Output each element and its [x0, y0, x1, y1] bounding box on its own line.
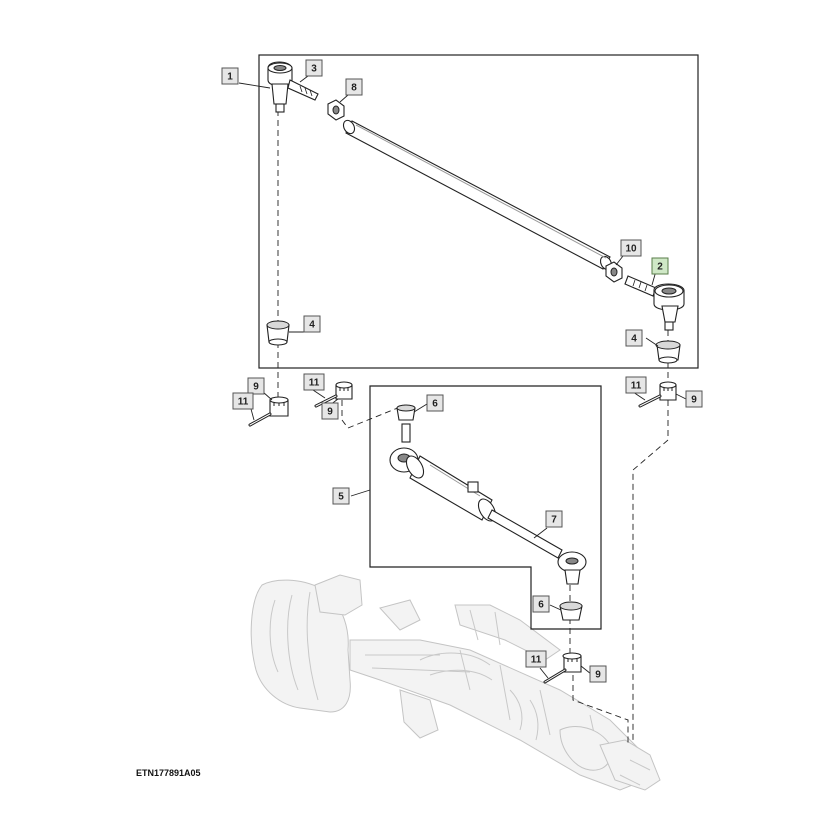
callout-label: 9: [691, 395, 697, 406]
boot-bottom: [559, 601, 583, 621]
jam-nut-right: [605, 261, 623, 283]
callout-6: 6: [426, 394, 444, 412]
threaded-stem-left: [287, 79, 319, 101]
callout-labels: 1 3 8 10 2 4 4 9 11 11 9 6 11 9 5 7 6 11 9: [221, 59, 703, 683]
callout-8: 8: [345, 78, 363, 96]
callout-label: 9: [253, 382, 259, 393]
callout-9: 9: [685, 390, 703, 408]
callout-10: 10: [620, 239, 642, 257]
callout-11: 11: [303, 373, 325, 391]
callout-box: [305, 59, 323, 77]
callout-label: 8: [351, 83, 357, 94]
callout-box: [625, 329, 643, 347]
callout-label: 7: [551, 515, 557, 526]
boot-right: [655, 340, 681, 364]
callout-5: 5: [332, 487, 350, 505]
callout-box: [303, 373, 325, 391]
callout-9: 9: [247, 377, 265, 395]
callout-7: 7: [545, 510, 563, 528]
callout-label: 11: [238, 397, 249, 408]
callout-box: [545, 510, 563, 528]
callout-box: [426, 394, 444, 412]
callout-box: [332, 487, 350, 505]
threaded-stem-right: [624, 275, 657, 297]
callout-label: 4: [309, 320, 315, 331]
tie-rod-end-left: [267, 61, 293, 113]
callout-label: 2: [657, 262, 663, 273]
callout-box: [651, 257, 669, 275]
cotter-pin-mid: [314, 394, 338, 408]
jam-nut-left: [327, 99, 345, 121]
tie-rod-end-right: [653, 283, 685, 331]
callout-label: 4: [631, 334, 637, 345]
callout-label: 1: [227, 72, 233, 83]
callout-box: [532, 595, 550, 613]
callout-4: 4: [303, 315, 321, 333]
cotter-pin-bottom: [543, 668, 567, 684]
cylinder-group-frame: [369, 385, 602, 630]
callout-label: 11: [531, 655, 542, 666]
callout-label: 6: [538, 600, 544, 611]
callout-6: 6: [532, 595, 550, 613]
callout-label: 5: [338, 492, 344, 503]
callout-1: 1: [221, 67, 239, 85]
callout-9: 9: [321, 402, 339, 420]
callout-label: 9: [327, 407, 333, 418]
callout-label: 11: [309, 378, 320, 389]
callout-label: 10: [625, 244, 637, 255]
callout-3: 3: [305, 59, 323, 77]
castle-nut-right: [659, 381, 677, 401]
callout-label: 11: [631, 381, 642, 392]
tie-rod-group-frame: [258, 54, 699, 369]
callout-label: 9: [595, 670, 601, 681]
callout-4: 4: [625, 329, 643, 347]
castle-nut-mid: [335, 381, 353, 400]
callout-2: 2: [651, 257, 669, 275]
callout-9: 9: [589, 665, 607, 683]
boot-left: [266, 320, 290, 346]
steering-cylinder: [389, 404, 587, 585]
assembly-lines: [277, 110, 669, 745]
callout-11: 11: [525, 650, 547, 668]
callout-11: 11: [625, 376, 647, 394]
callout-box: [321, 402, 339, 420]
tie-rod-tube: [342, 119, 613, 271]
axle-housing-ghost: [250, 574, 661, 791]
callout-box: [247, 377, 265, 395]
figure-id: ETN177891A05: [136, 768, 201, 778]
callout-box: [303, 315, 321, 333]
castle-nut-bottom: [562, 652, 582, 673]
callout-label: 6: [432, 399, 438, 410]
callout-box: [620, 239, 642, 257]
callout-label: 3: [311, 64, 317, 75]
callout-box: [345, 78, 363, 96]
callout-box: [232, 392, 254, 410]
callout-box: [589, 665, 607, 683]
callout-box: [685, 390, 703, 408]
castle-nut-left: [269, 396, 289, 417]
callout-box: [625, 376, 647, 394]
callout-box: [525, 650, 547, 668]
cotter-pin-right: [638, 394, 662, 408]
callout-11: 11: [232, 392, 254, 410]
cotter-pin-left: [248, 412, 272, 427]
callout-box: [221, 67, 239, 85]
